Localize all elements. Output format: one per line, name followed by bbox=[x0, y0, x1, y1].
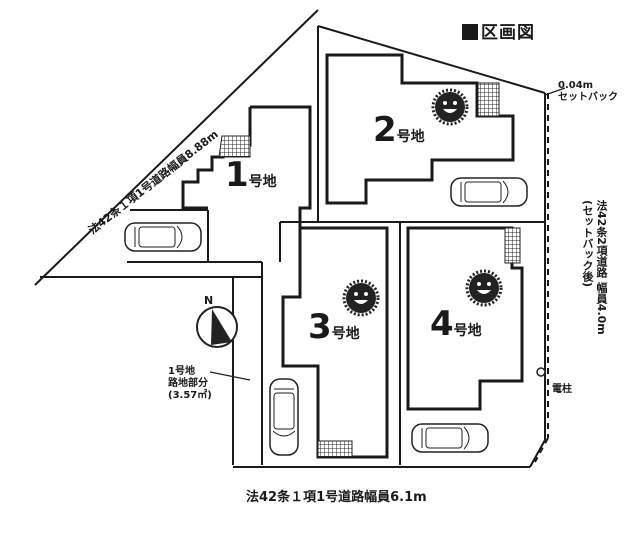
lot-1-label: 1号地 bbox=[225, 155, 277, 195]
lot2-building bbox=[325, 53, 515, 205]
page-title: 区画図 bbox=[462, 18, 535, 43]
car-icon bbox=[269, 378, 299, 456]
road-label-right: 法42条2項道路 幅員4.0m(セットバック後) bbox=[581, 200, 608, 335]
lot3-building bbox=[281, 226, 389, 459]
car-icon bbox=[411, 423, 489, 453]
lot-2-label: 2号地 bbox=[373, 110, 425, 150]
lot-4-label: 4号地 bbox=[430, 304, 482, 344]
car-icon bbox=[124, 222, 202, 252]
square-bullet-icon bbox=[462, 24, 478, 40]
lot-3-label: 3号地 bbox=[308, 307, 360, 347]
road-label-bottom: 法42条１項1号道路幅員6.1m bbox=[246, 490, 427, 505]
north-compass-icon bbox=[196, 306, 238, 348]
sun-icon bbox=[431, 88, 469, 126]
site-boundary bbox=[34, 9, 546, 468]
compass-north-label: N bbox=[204, 294, 214, 307]
access-path-label: 1号地路地部分(3.57㎡) bbox=[168, 366, 212, 401]
car-icon bbox=[450, 177, 528, 207]
utility-pole-label: 電柱 bbox=[552, 384, 572, 395]
sun-icon bbox=[465, 269, 503, 307]
